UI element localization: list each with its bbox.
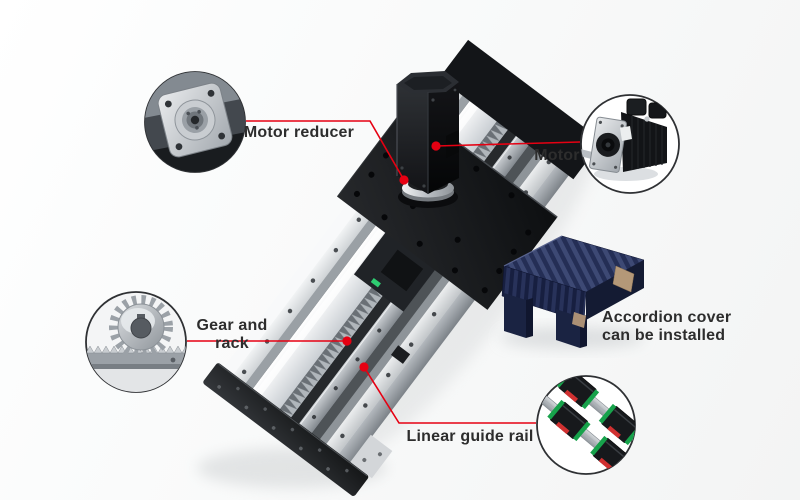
motor-inset bbox=[580, 94, 680, 194]
callout-dot-motor bbox=[431, 141, 441, 151]
callout-lines bbox=[187, 120, 581, 424]
gear-rack-inset bbox=[85, 291, 187, 393]
motor-reducer-inset bbox=[144, 71, 246, 173]
guide-block bbox=[547, 399, 591, 442]
accordion-note: Accordion cover can be installed bbox=[602, 309, 732, 345]
callout-line-linear-guide bbox=[363, 366, 536, 424]
linear-guide-inset bbox=[536, 375, 636, 475]
carriage-plate bbox=[336, 103, 558, 310]
motor-reducer-label: Motor reducer bbox=[243, 124, 355, 141]
callout-dots bbox=[342, 141, 441, 372]
callout-dot-motor-reducer bbox=[399, 175, 409, 185]
callout-line-motor-reducer bbox=[246, 120, 405, 181]
gear-rack-label: Gear and rack bbox=[196, 317, 268, 352]
callout-dot-gear-rack bbox=[342, 336, 352, 346]
accordion-note-line2: can be installed bbox=[602, 326, 726, 344]
linear-guide-label: Linear guide rail bbox=[406, 428, 534, 445]
far-end-cover bbox=[439, 39, 603, 180]
clamp-tab bbox=[390, 345, 411, 364]
accordion-cover-render bbox=[500, 235, 645, 349]
end-plate bbox=[203, 363, 393, 496]
callout-line-motor bbox=[435, 141, 581, 147]
callout-dot-linear-guide bbox=[359, 362, 369, 372]
guide-block bbox=[598, 403, 635, 446]
motor-body-left bbox=[397, 84, 428, 194]
motor-body-right bbox=[428, 82, 459, 194]
accordion-note-line1: Accordion cover bbox=[602, 309, 732, 326]
motor-label: Motor bbox=[534, 147, 580, 164]
motor-tower-render bbox=[396, 71, 459, 208]
